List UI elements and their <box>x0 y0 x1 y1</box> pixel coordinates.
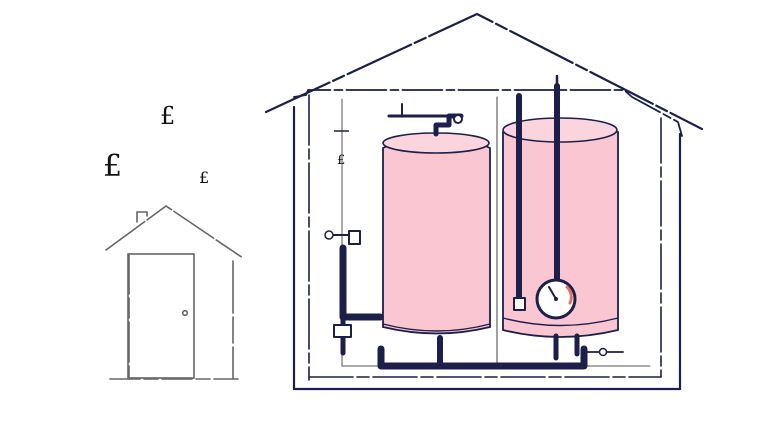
gauge-accent-arc <box>565 285 573 305</box>
pressure-gauge-icon <box>535 278 577 320</box>
valve-icon <box>333 324 352 338</box>
pound-sign-icon: £ <box>199 168 209 187</box>
small-house-door-knob <box>181 309 189 317</box>
valve-icon <box>348 230 361 245</box>
valve-icon <box>324 230 334 240</box>
small-house-door <box>127 253 195 379</box>
pipework <box>324 74 624 370</box>
bottom-distribution-pipe <box>377 345 588 370</box>
large-house-inner-roof <box>293 89 683 137</box>
valve-icon <box>598 347 608 357</box>
valve-icon <box>513 297 526 311</box>
gauge-needle <box>548 286 557 300</box>
small-house-roof <box>105 205 244 259</box>
thermostat-marker: £ <box>334 130 349 168</box>
small-house-chimney <box>136 211 148 223</box>
right-tank-base <box>502 317 619 327</box>
house-outline-icon <box>105 205 244 380</box>
left-feed-pipe <box>339 244 384 321</box>
left-tank-top-fitting <box>433 113 464 137</box>
pound-sign-icon: £ <box>337 153 345 168</box>
gauge-hub <box>554 297 558 301</box>
pound-sign-icon: £ <box>103 149 122 184</box>
water-tank-icon <box>382 132 491 335</box>
left-tank-body <box>382 134 491 335</box>
valve-icon <box>453 114 463 124</box>
pound-sign-icon: £ <box>160 102 175 130</box>
large-house-roof <box>264 12 704 131</box>
left-tank-bottom-curve <box>382 323 491 332</box>
pound-symbols: £ £ £ <box>103 102 209 187</box>
